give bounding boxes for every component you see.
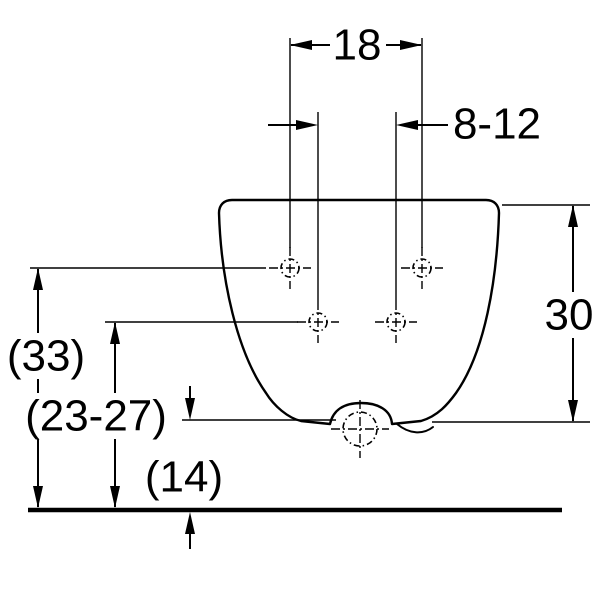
arrow-up-icon xyxy=(568,205,578,227)
hole-circle xyxy=(280,258,300,278)
arrow-down-icon xyxy=(568,400,578,422)
dimension-fixing-hole-spacing: 18 xyxy=(290,21,422,70)
fixing-hole-outer-left xyxy=(269,247,311,289)
arrow-right-icon xyxy=(296,120,318,130)
hole-circle xyxy=(308,312,328,332)
arrow-left-icon xyxy=(396,120,418,130)
fixing-hole-inner-left xyxy=(297,301,339,343)
dimension-outlet-height: (14) xyxy=(145,386,223,549)
hole-circle xyxy=(386,312,406,332)
dimension-body-height: 30 xyxy=(545,205,594,422)
label-backdrop xyxy=(16,393,176,439)
label-lower-holes-height: (23-27) xyxy=(25,392,167,441)
body-outline xyxy=(217,198,501,426)
arrow-down-icon xyxy=(185,398,195,420)
fixing-hole-inner-right xyxy=(375,301,417,343)
dimension-upper-holes-height: (33) xyxy=(7,268,85,508)
dimension-lower-holes-height: (23-27) xyxy=(16,322,176,508)
arrow-left-icon xyxy=(290,40,312,50)
bottom-right-edge-detail xyxy=(396,423,434,434)
label-outlet-height: (14) xyxy=(145,453,223,502)
bidet-body xyxy=(217,198,501,434)
label-backdrop xyxy=(545,292,593,338)
label-backdrop xyxy=(8,333,84,379)
arrow-right-icon xyxy=(400,40,422,50)
extension-lines xyxy=(30,38,590,423)
label-fixing-hole-spacing: 18 xyxy=(333,21,382,70)
arrow-up-icon xyxy=(110,322,120,344)
arrow-up-icon xyxy=(185,512,195,534)
arrow-down-icon xyxy=(33,486,43,508)
arrow-up-icon xyxy=(33,268,43,290)
label-body-height: 30 xyxy=(545,291,594,340)
hole-circle xyxy=(412,258,432,278)
outlet-circle xyxy=(342,411,378,447)
label-upper-holes-height: (33) xyxy=(7,332,85,381)
label-backdrop xyxy=(330,22,386,68)
fixing-hole-outer-right xyxy=(401,247,443,289)
dimension-hole-offset: 8-12 xyxy=(268,100,541,149)
label-hole-offset-range: 8-12 xyxy=(453,100,541,149)
outlet-hole xyxy=(331,400,389,458)
arrow-down-icon xyxy=(110,486,120,508)
